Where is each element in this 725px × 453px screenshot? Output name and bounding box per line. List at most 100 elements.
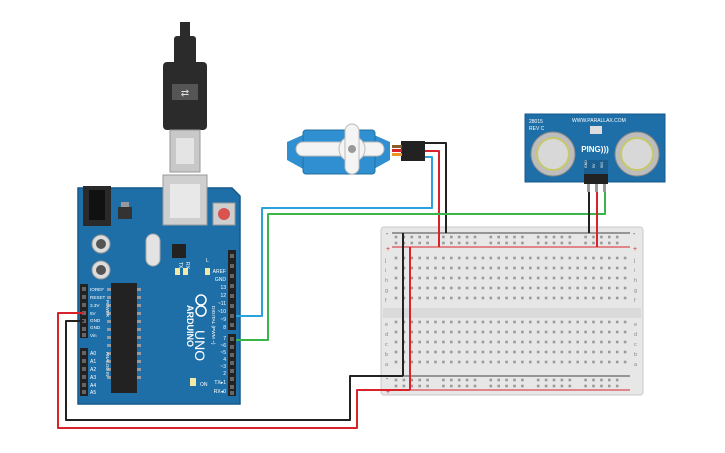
row-letter: f <box>634 298 636 304</box>
breadboard-hole <box>505 340 508 344</box>
breadboard-hole <box>521 235 524 239</box>
breadboard-hole <box>529 360 532 364</box>
breadboard-hole <box>426 235 429 239</box>
breadboard-hole <box>552 276 556 280</box>
breadboard-hole <box>457 256 461 260</box>
breadboard-hole <box>418 256 421 260</box>
breadboard-hole <box>410 235 414 239</box>
breadboard-hole <box>465 330 469 334</box>
breadboard-hole <box>505 286 508 290</box>
breadboard-hole <box>529 320 532 324</box>
breadboard-hole <box>536 378 540 382</box>
breadboard-hole <box>576 256 579 260</box>
breadboard-hole <box>394 384 398 388</box>
breadboard-hole <box>473 296 477 300</box>
led-label-on: ON <box>200 382 208 388</box>
breadboard-hole <box>505 330 508 334</box>
breadboard-hole <box>576 340 579 344</box>
breadboard-hole <box>489 330 493 334</box>
breadboard-hole <box>513 320 516 324</box>
breadboard-hole <box>442 276 445 280</box>
analog-pin-a1: A1 <box>90 359 96 365</box>
breadboard-hole <box>544 330 548 334</box>
breadboard-hole <box>426 378 429 382</box>
breadboard-hole <box>592 320 595 324</box>
breadboard-hole <box>505 296 508 300</box>
breadboard-hole <box>489 296 493 300</box>
breadboard-hole <box>623 296 627 300</box>
breadboard-hole <box>426 241 429 245</box>
breadboard-hole <box>465 340 469 344</box>
breadboard-hole <box>457 276 461 280</box>
breadboard-hole <box>560 384 564 388</box>
breadboard-hole <box>615 360 619 364</box>
breadboard-hole <box>394 340 398 344</box>
breadboard-hole <box>434 330 437 334</box>
breadboard-hole <box>497 340 500 344</box>
breadboard-hole <box>608 340 611 344</box>
reset-button[interactable] <box>212 202 236 226</box>
breadboard-hole <box>410 296 414 300</box>
breadboard-hole <box>394 256 398 260</box>
breadboard-hole <box>608 384 611 388</box>
breadboard-hole <box>489 360 493 364</box>
breadboard-hole <box>623 330 627 334</box>
breadboard-hole <box>465 384 469 388</box>
breadboard-hole <box>600 360 603 364</box>
breadboard-hole <box>623 350 627 354</box>
breadboard-hole <box>489 266 493 270</box>
breadboard-hole <box>600 286 603 290</box>
digital-section-label: DIGITAL (PWM ~) <box>210 306 216 345</box>
breadboard-hole <box>481 256 485 260</box>
breadboard-hole <box>608 241 611 245</box>
breadboard-hole <box>473 378 477 382</box>
breadboard-hole <box>481 276 485 280</box>
breadboard-hole <box>497 256 500 260</box>
breadboard-hole <box>394 296 398 300</box>
breadboard-hole <box>521 276 524 280</box>
breadboard-hole <box>442 241 445 245</box>
breadboard-hole <box>513 256 516 260</box>
breadboard-hole <box>608 378 611 382</box>
svg-text:⇄: ⇄ <box>181 88 189 99</box>
breadboard-hole <box>592 378 595 382</box>
breadboard-hole <box>608 296 611 300</box>
breadboard-hole <box>568 256 572 260</box>
breadboard-hole <box>544 320 548 324</box>
breadboard-hole <box>497 350 500 354</box>
breadboard-hole <box>560 241 564 245</box>
breadboard-hole <box>560 256 564 260</box>
row-letter: i <box>385 268 386 274</box>
breadboard-hole <box>600 330 603 334</box>
breadboard-hole <box>442 384 445 388</box>
breadboard-hole <box>426 320 429 324</box>
analog-pin-a2: A2 <box>90 367 96 373</box>
digital-pin-8: 8 <box>223 325 226 331</box>
breadboard-hole <box>584 384 587 388</box>
wire-sensor-signal <box>236 192 606 341</box>
breadboard-hole <box>481 296 485 300</box>
breadboard-hole <box>450 340 453 344</box>
sensor-id: 28015 <box>529 119 543 125</box>
breadboard-hole <box>481 320 485 324</box>
breadboard-hole <box>513 360 516 364</box>
breadboard-hole <box>615 256 619 260</box>
breadboard-hole <box>568 350 572 354</box>
breadboard-hole <box>394 266 398 270</box>
breadboard-hole <box>442 256 445 260</box>
breadboard-hole <box>552 241 556 245</box>
breadboard-hole <box>410 286 414 290</box>
breadboard-hole <box>552 384 556 388</box>
breadboard-hole <box>584 320 587 324</box>
breadboard-hole <box>560 235 564 239</box>
breadboard-hole <box>623 320 627 324</box>
breadboard-hole <box>536 330 540 334</box>
breadboard-hole <box>442 330 445 334</box>
breadboard-hole <box>600 384 603 388</box>
breadboard-hole <box>623 340 627 344</box>
breadboard-hole <box>608 286 611 290</box>
breadboard-hole <box>608 235 611 239</box>
breadboard-hole <box>544 350 548 354</box>
rail-plus-top-left: + <box>386 246 390 253</box>
breadboard-hole <box>529 350 532 354</box>
